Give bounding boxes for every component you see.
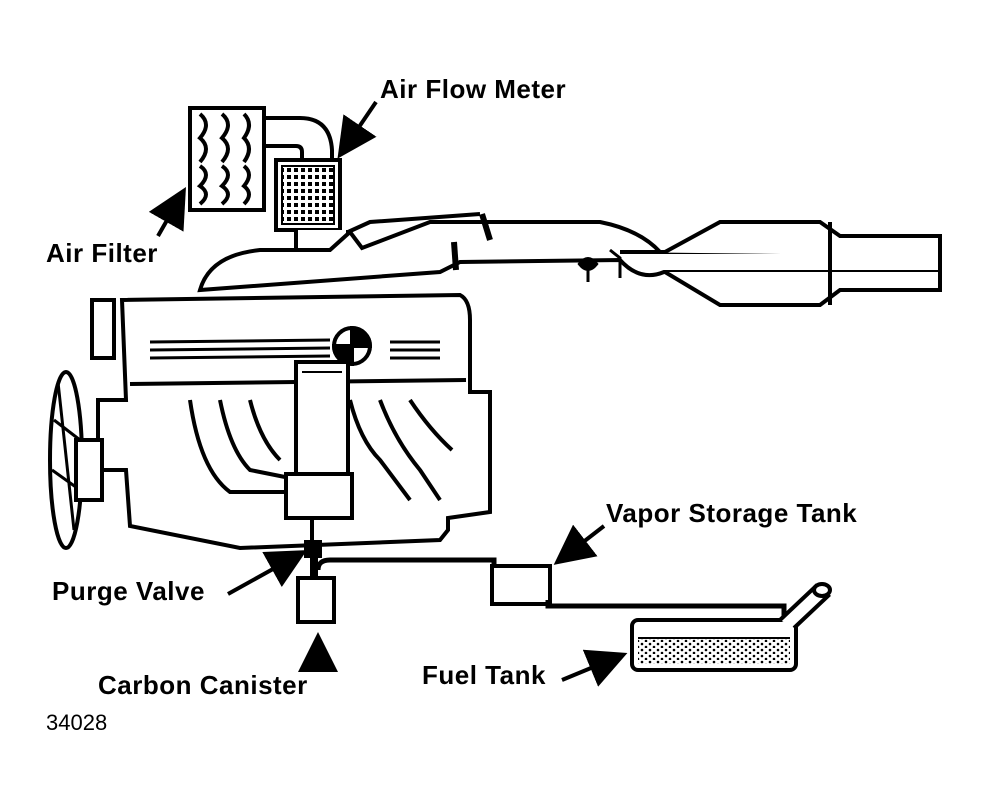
air-filter [188,106,266,212]
air-flow-meter-arrow [337,100,378,159]
fuel-tank-label: Fuel Tank [422,660,546,690]
figure-number: 34028 [46,710,108,735]
vapor-line [545,600,787,620]
vapor-storage-tank-label: Vapor Storage Tank [606,498,858,528]
vapor-storage-tank [490,564,552,606]
vapor-storage-tank-arrow [553,524,606,565]
carbon-canister-label: Carbon Canister [98,670,308,700]
leader-arrows [148,100,628,687]
intake-manifold-top [197,212,942,293]
air-filter-label: Air Filter [46,238,158,268]
exhaust-converter [620,220,942,307]
cooling-fan [48,298,116,550]
fuel-tank [630,582,832,672]
fuel-tank-arrow [561,649,628,687]
carbon-canister [296,576,336,624]
air-flow-meter-label: Air Flow Meter [380,74,567,104]
purge-valve-label: Purge Valve [52,576,205,606]
purge-valve-arrow [227,550,307,596]
air-filter-arrow [148,187,186,237]
air-flow-meter [274,158,350,254]
intake-runners [188,398,454,502]
intake-column [284,360,354,520]
